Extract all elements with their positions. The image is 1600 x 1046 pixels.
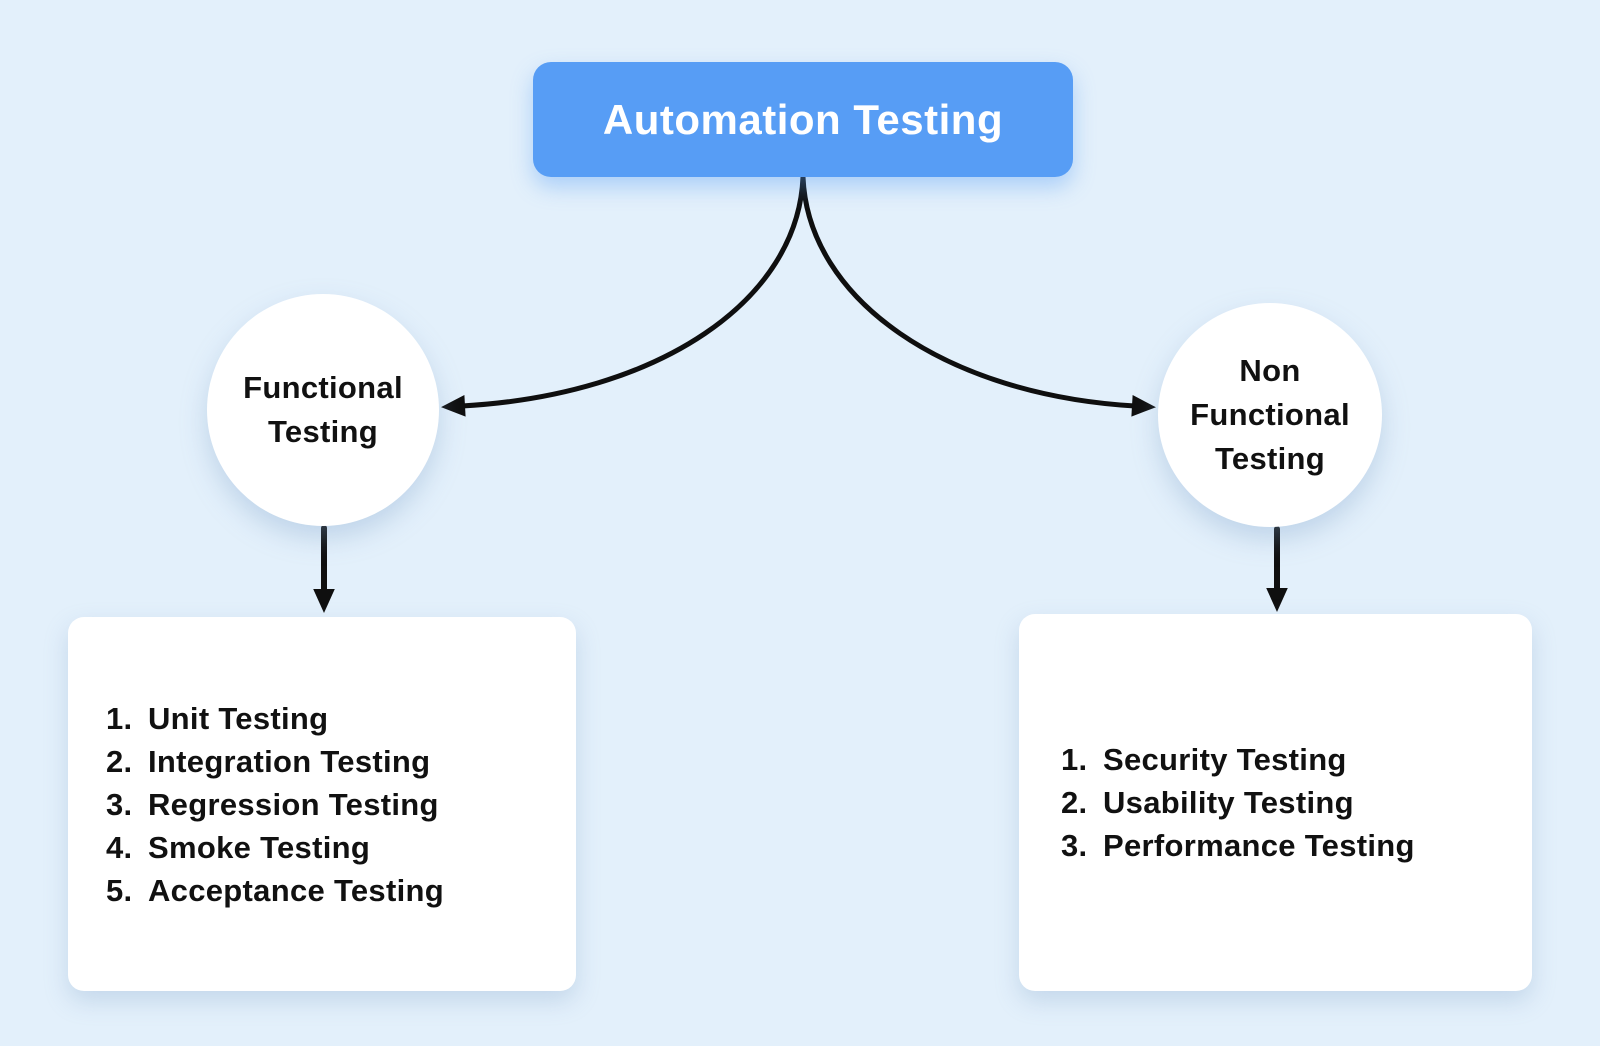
list-item-label: Acceptance Testing <box>148 872 444 908</box>
list-item-label: Integration Testing <box>148 743 431 779</box>
non-functional-testing-list-card: 1. Security Testing 2. Usability Testing… <box>1019 614 1532 991</box>
list-item-label: Performance Testing <box>1103 828 1415 863</box>
list-item: 2. Integration Testing <box>106 740 576 783</box>
list-item-number: 5. <box>106 872 133 908</box>
node-label-line: Non <box>1239 353 1301 388</box>
node-label-line: Testing <box>1214 441 1326 476</box>
non-functional-testing-node: Non Functional Testing <box>1158 303 1382 527</box>
list-item-label: Usability Testing <box>1103 785 1354 820</box>
list-item-number: 1. <box>1061 742 1088 777</box>
functional-testing-list: 1. Unit Testing 2. Integration Testing 3… <box>106 697 576 912</box>
node-label-line: Testing <box>267 414 379 449</box>
list-item: 5. Acceptance Testing <box>106 869 576 912</box>
list-item: 1. Security Testing <box>1061 738 1532 781</box>
list-item-number: 2. <box>1061 785 1088 820</box>
functional-testing-list-card: 1. Unit Testing 2. Integration Testing 3… <box>68 617 576 991</box>
non-functional-testing-list: 1. Security Testing 2. Usability Testing… <box>1061 738 1532 867</box>
list-item-number: 2. <box>106 743 133 779</box>
list-item-number: 3. <box>106 786 133 822</box>
list-item-label: Regression Testing <box>148 786 439 822</box>
list-item: 3. Regression Testing <box>106 783 576 826</box>
connector-root-to-non-functional <box>800 174 1156 417</box>
functional-testing-node: Functional Testing <box>207 294 439 526</box>
automation-testing-node: Automation Testing <box>533 62 1073 177</box>
connector-root-to-functional <box>441 174 806 417</box>
node-label: Functional Testing <box>243 366 403 454</box>
list-item-label: Unit Testing <box>148 700 329 736</box>
list-item-label: Security Testing <box>1103 742 1347 777</box>
list-item: 2. Usability Testing <box>1061 781 1532 824</box>
list-item: 1. Unit Testing <box>106 697 576 740</box>
list-item: 4. Smoke Testing <box>106 826 576 869</box>
list-item-number: 3. <box>1061 828 1088 863</box>
node-label: Non Functional Testing <box>1190 349 1350 481</box>
list-item-label: Smoke Testing <box>148 829 371 865</box>
list-item-number: 4. <box>106 829 133 865</box>
list-item-number: 1. <box>106 700 133 736</box>
node-label-line: Functional <box>243 370 403 405</box>
node-label-line: Functional <box>1190 397 1350 432</box>
root-node-label: Automation Testing <box>602 95 1004 143</box>
list-item: 3. Performance Testing <box>1061 824 1532 867</box>
